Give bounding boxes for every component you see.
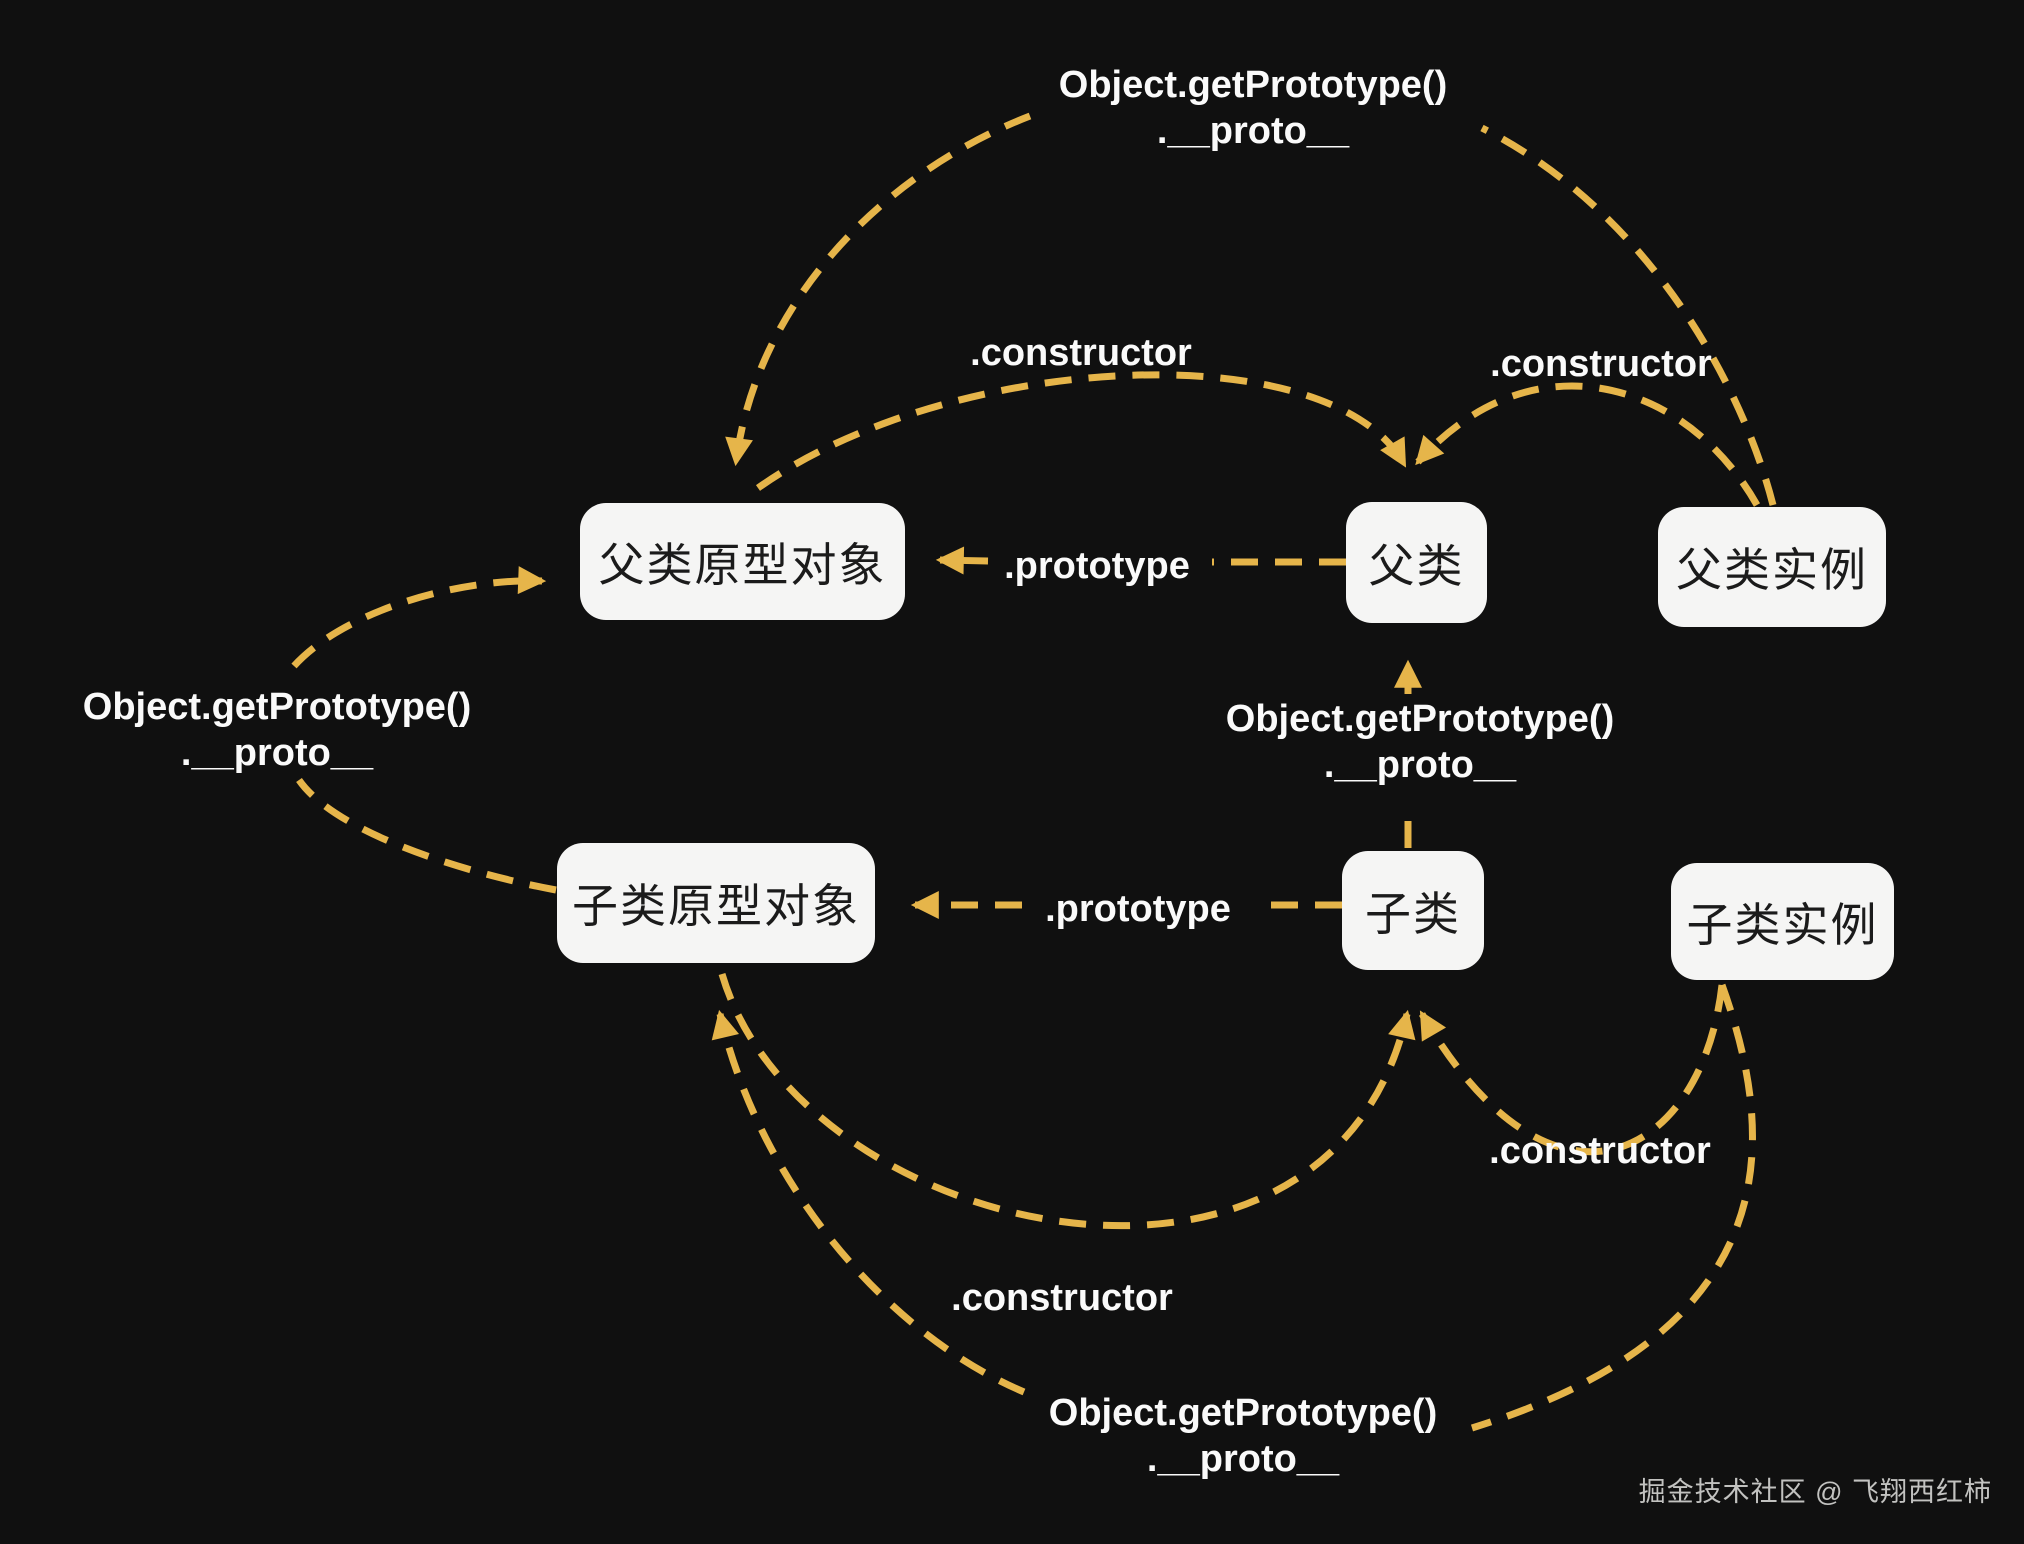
node-parent-class: 父类 (1346, 502, 1487, 623)
node-child-instance: 子类实例 (1671, 863, 1894, 980)
label-getproto-top-line1: Object.getPrototype() (1058, 64, 1448, 106)
node-parent-instance: 父类实例 (1658, 507, 1886, 627)
arrow-constructor-bottom-left (718, 973, 1416, 1230)
node-parent-prototype-label: 父类原型对象 (598, 538, 887, 591)
label-getproto-left-line2: .__proto__ (180, 732, 374, 774)
node-parent-instance-label: 父类实例 (1676, 544, 1868, 596)
arrow-getproto-left-upper (291, 566, 547, 669)
node-child-prototype: 子类原型对象 (557, 843, 875, 963)
node-child-prototype-label: 子类原型对象 (572, 880, 860, 932)
label-getproto-middle: Object.getPrototype() .__proto__ (1226, 696, 1614, 788)
label-constructor-top-right: .constructor (1490, 343, 1712, 385)
label-getproto-middle-line2: .__proto__ (1323, 744, 1517, 786)
watermark: 掘金技术社区 @ 飞翔西红柿 (1638, 1477, 1992, 1507)
label-getproto-top-line2: .__proto__ (1156, 110, 1350, 152)
node-parent-prototype: 父类原型对象 (580, 503, 905, 620)
label-getproto-middle-line1: Object.getPrototype() (1225, 698, 1615, 740)
label-constructor-bottom-left: .constructor (951, 1277, 1173, 1319)
label-getproto-bottom-line1: Object.getPrototype() (1048, 1392, 1438, 1434)
label-getproto-bottom: Object.getPrototype() .__proto__ (1049, 1390, 1437, 1482)
node-child-instance-label: 子类实例 (1686, 898, 1879, 951)
node-parent-class-label: 父类 (1368, 539, 1465, 592)
label-getproto-left-line1: Object.getPrototype() (82, 686, 472, 728)
label-getproto-left: Object.getPrototype() .__proto__ (83, 684, 471, 776)
label-prototype-top: .prototype (1004, 545, 1190, 587)
label-getproto-bottom-line2: .__proto__ (1146, 1438, 1340, 1480)
arrow-constructor-top-right (1415, 382, 1761, 507)
node-child-class: 子类 (1342, 851, 1484, 970)
arrow-constructor-top-left (755, 371, 1408, 491)
label-getproto-top: Object.getPrototype() .__proto__ (1059, 62, 1447, 154)
label-prototype-bottom: .prototype (1045, 888, 1231, 930)
node-child-class-label: 子类 (1365, 887, 1461, 940)
label-constructor-top-left: .constructor (970, 332, 1192, 374)
arrow-constructor-bottom-right (1418, 984, 1726, 1156)
arrow-instance-proto-bottom-left (711, 1009, 1026, 1396)
label-constructor-bottom-right: .constructor (1489, 1130, 1711, 1172)
arrow-instance-proto-top-left (725, 112, 1032, 467)
arrow-getproto-left-lower (296, 777, 557, 894)
arrow-instance-proto-bottom-right (1470, 983, 1756, 1432)
arrow-prototype-top-b (935, 546, 989, 575)
arrow-instance-proto-top-right (1480, 124, 1777, 506)
